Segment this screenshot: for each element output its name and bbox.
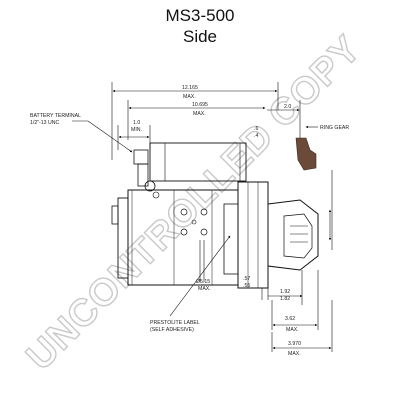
- gear-gap-dimension: 2.0: [267, 100, 301, 140]
- flange-dimension: .57 .55: [243, 276, 269, 300]
- bore-max: MAX.: [198, 286, 211, 292]
- nose-max: MAX.: [286, 327, 299, 333]
- overall-length-max: MAX.: [183, 94, 196, 100]
- battery-terminal-callout: BATTERY TERMINAL 1/2"-13 UNC: [30, 113, 133, 153]
- partial-dim-a: .6: [254, 126, 258, 132]
- adhesive-text: (SELF ADHESIVE): [150, 327, 194, 333]
- gear-gap-value: 2.0: [284, 104, 291, 110]
- pilot-lo: 1.82: [280, 296, 290, 302]
- partial-dim-b: .4: [254, 133, 258, 139]
- mount-value: 3.970: [288, 341, 301, 347]
- ring-gear-label: RING GEAR: [320, 125, 349, 131]
- prestolite-label-text: PRESTOLITE LABEL: [150, 320, 200, 326]
- pilot-dimension: 1.92 1.82: [268, 270, 303, 305]
- ring-gear: RING GEAR: [295, 125, 349, 171]
- battery-terminal-label: BATTERY TERMINAL: [30, 113, 81, 119]
- overall-length-dimension: 12.165 MAX.: [111, 82, 279, 160]
- terminal-offset-value: 1.0: [133, 120, 140, 126]
- drawing-title: MS3-500: [165, 6, 235, 25]
- mount-max: MAX.: [288, 351, 301, 357]
- pilot-hi: 1.92: [280, 289, 290, 295]
- thread-label: 1/2"-13 UNC: [30, 120, 59, 126]
- prestolite-label-callout: PRESTOLITE LABEL (SELF ADHESIVE): [150, 235, 231, 333]
- flange-hi: .57: [243, 276, 250, 282]
- overall-length-value: 12.165: [182, 85, 198, 91]
- bore-value: Ø5.15: [196, 279, 210, 285]
- bore-dimension: Ø5.15 MAX.: [196, 240, 211, 292]
- nose-dimension: 3.62 MAX.: [271, 270, 319, 333]
- body-length-dimension: 10.695 MAX.: [127, 100, 266, 140]
- nose-value: 3.62: [285, 316, 295, 322]
- terminal-offset-min: MIN.: [131, 127, 142, 133]
- body-length-max: MAX.: [193, 111, 206, 117]
- flange-lo: .55: [243, 283, 250, 289]
- starter-motor: [111, 142, 319, 289]
- body-length-value: 10.695: [192, 102, 208, 108]
- mount-dimension: 3.970 MAX.: [271, 300, 333, 357]
- drawing-subtitle: Side: [182, 27, 218, 46]
